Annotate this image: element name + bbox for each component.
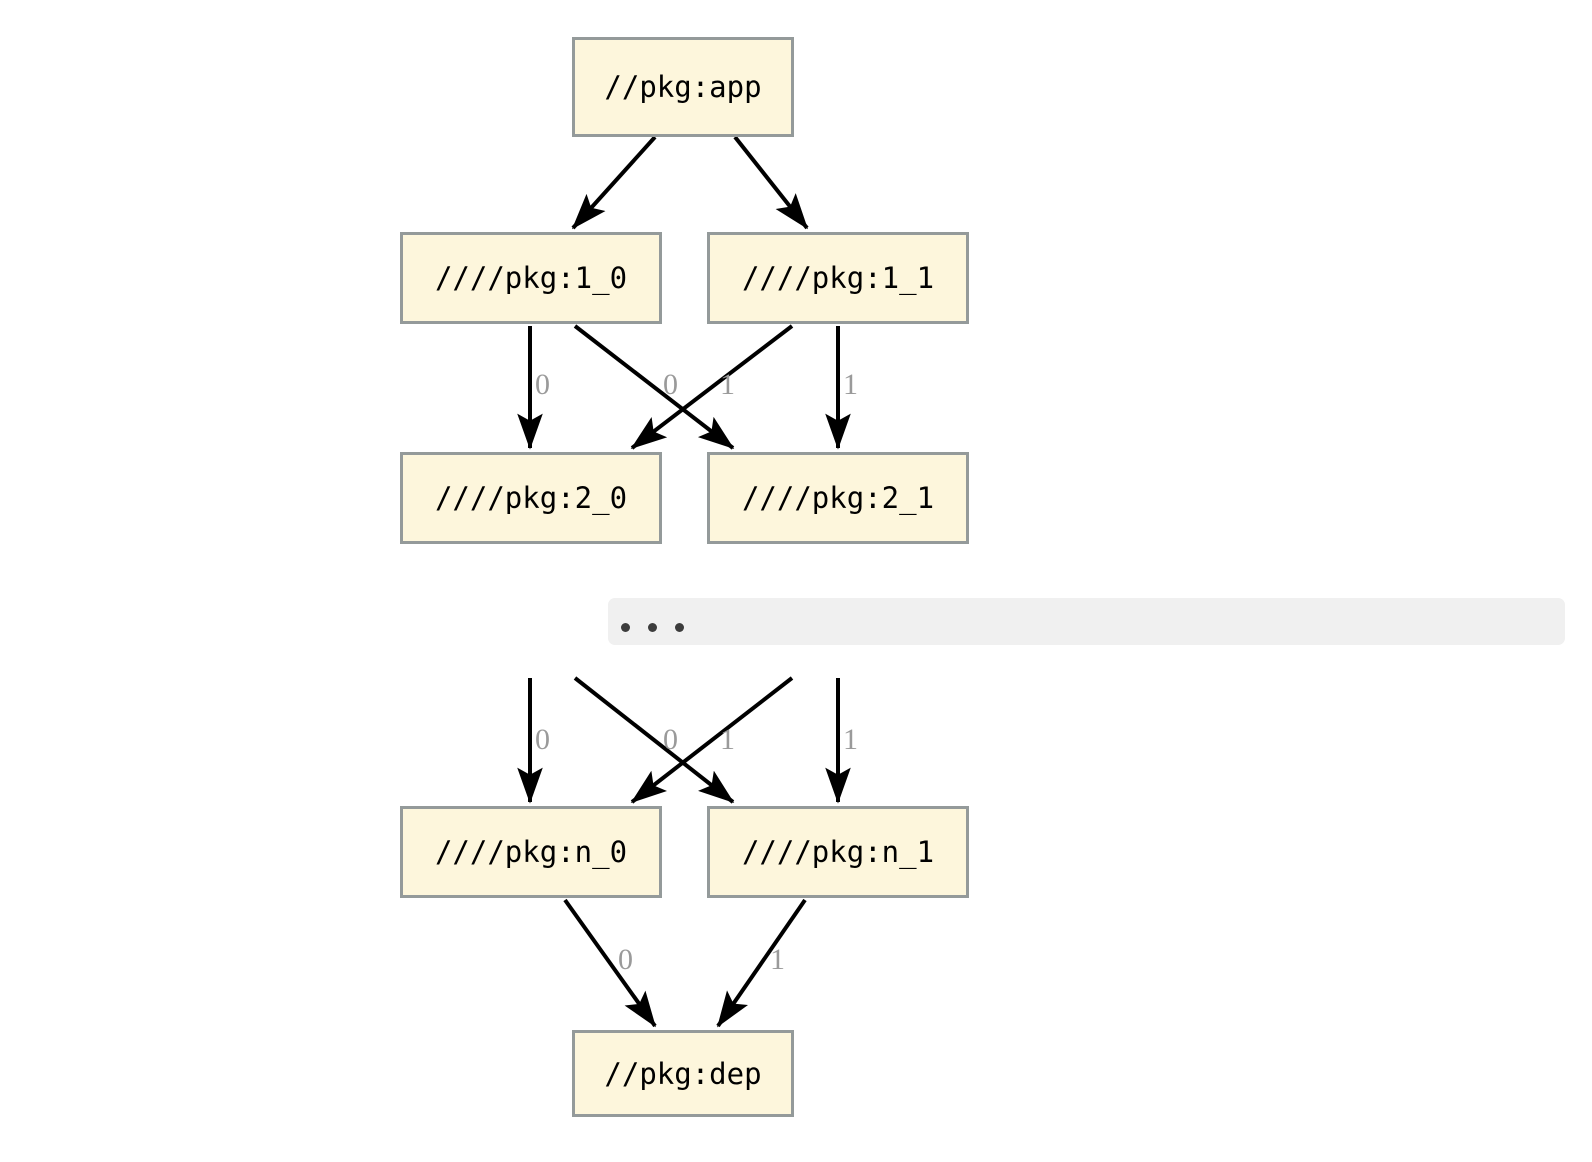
- node-n1_0[interactable]: ////pkg:1_0: [400, 232, 662, 324]
- ellipsis-dot: [675, 623, 684, 632]
- node-n2_0[interactable]: ////pkg:2_0: [400, 452, 662, 544]
- edge-app-to-1_0: [571, 135, 657, 230]
- edge-1_0-to-2_1: [573, 324, 735, 450]
- node-dep[interactable]: //pkg:dep: [572, 1030, 794, 1117]
- edge-label-elided-to-n_0-cross: 0: [663, 723, 678, 756]
- edge-label-elided-to-n_1-cross: 1: [843, 723, 858, 756]
- edge-label-1_1-to-2_0: 0: [663, 368, 678, 401]
- ellipsis-dot: [621, 623, 630, 632]
- edge-n_1-to-dep: [716, 898, 807, 1028]
- edge-app-to-1_1: [733, 135, 809, 230]
- edge-label-1_0-to-2_0: 0: [535, 368, 550, 401]
- edge-label-elided-to-n_1: 1: [720, 723, 735, 756]
- ellipsis-dot: [648, 623, 657, 632]
- node-nn_1[interactable]: ////pkg:n_1: [707, 806, 969, 898]
- edge-elided-to-n_0-cross: [630, 676, 794, 804]
- node-nn_0[interactable]: ////pkg:n_0: [400, 806, 662, 898]
- edge-n_0-to-dep: [563, 898, 657, 1028]
- node-app[interactable]: //pkg:app: [572, 37, 794, 137]
- edge-label-elided-to-n_0: 0: [535, 723, 550, 756]
- edge-label-n_0-to-dep: 0: [618, 943, 633, 976]
- node-n2_1[interactable]: ////pkg:2_1: [707, 452, 969, 544]
- node-n1_1[interactable]: ////pkg:1_1: [707, 232, 969, 324]
- edge-label-n_1-to-dep: 1: [770, 943, 785, 976]
- edge-label-1_1-to-2_1: 1: [843, 368, 858, 401]
- edge-elided-to-n_1: [573, 676, 735, 804]
- edge-1_1-to-2_0: [630, 324, 794, 450]
- elided-nodes-ellipsis: [608, 598, 1565, 645]
- edge-label-1_0-to-2_1: 1: [720, 368, 735, 401]
